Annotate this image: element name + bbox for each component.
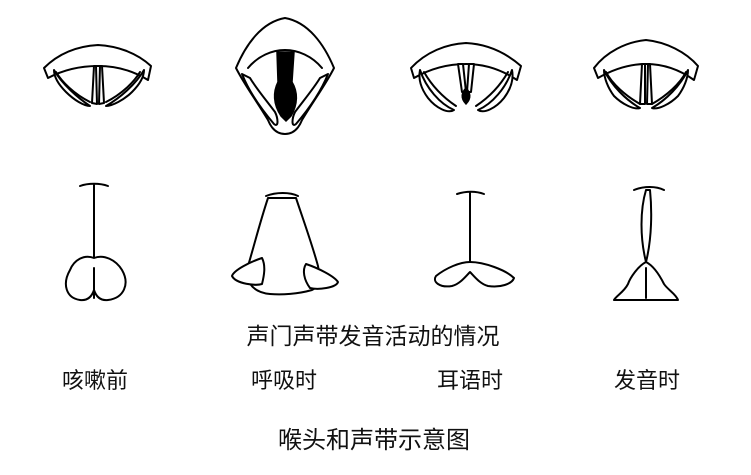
glottis-schematic-breathing xyxy=(231,192,339,296)
larynx-view-breathing xyxy=(235,17,335,135)
state-label-breathing: 呼吸时 xyxy=(251,369,317,394)
diagram-subtitle: 声门声带发音活动的情况 xyxy=(247,324,500,350)
larynx-view-whisper xyxy=(410,42,522,113)
state-label-phonation: 发音时 xyxy=(614,369,680,394)
diagram-title: 喉头和声带示意图 xyxy=(278,426,470,454)
state-label-whisper: 耳语时 xyxy=(437,369,503,394)
state-label-cough: 咳嗽前 xyxy=(62,369,128,394)
glottis-schematic-whisper xyxy=(434,190,515,288)
glottis-schematic-cough xyxy=(64,182,127,302)
glottis-schematic-phonation xyxy=(613,186,679,301)
larynx-view-phonation xyxy=(593,39,699,110)
larynx-view-cough xyxy=(43,44,152,107)
